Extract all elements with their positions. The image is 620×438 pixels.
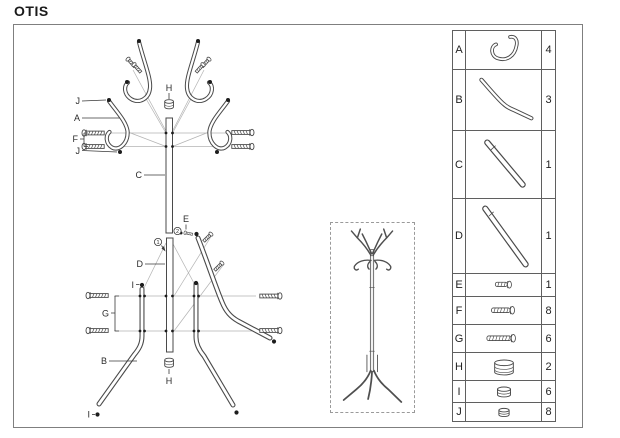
label-j-bottom: J: [76, 146, 81, 156]
label-i-foot: I: [87, 410, 90, 420]
cap-bottom: [164, 357, 174, 368]
table-row-f: F 8: [453, 297, 555, 325]
label-e: E: [183, 214, 189, 224]
label-g: G: [102, 309, 109, 319]
part-qty: 4: [541, 31, 555, 69]
mid-hooks: [353, 259, 392, 271]
step-callout-2: 2: [173, 226, 182, 235]
label-f: F: [73, 134, 79, 144]
table-row-g: G 6: [453, 325, 555, 353]
cap-top: [164, 99, 174, 110]
nut-small-icon: [497, 407, 510, 418]
part-qty: 2: [541, 353, 555, 380]
screw-medium-icon: [490, 305, 515, 314]
leg-right: [195, 235, 273, 341]
table-row-c: C 1: [453, 131, 555, 199]
label-h-bottom: H: [166, 376, 173, 386]
part-qty: 1: [541, 274, 555, 296]
pole-c: [165, 117, 173, 234]
exploded-diagram: J A F J C H E D I G B H I 2 1: [73, 39, 283, 420]
part-letter: J: [453, 403, 466, 421]
construction-lines: [110, 69, 256, 332]
screws-g-right: [259, 292, 283, 335]
leg-left: [96, 286, 145, 407]
table-row-b: B 3: [453, 70, 555, 131]
svg-text:2: 2: [176, 229, 179, 235]
part-qty: 6: [541, 325, 555, 352]
part-letter: G: [453, 325, 466, 352]
table-row-i: I 6: [453, 381, 555, 403]
nut-icon: [496, 386, 511, 398]
part-letter: D: [453, 199, 466, 273]
table-row-j: J 8: [453, 403, 555, 421]
part-letter: H: [453, 353, 466, 380]
screw-small-icon: [494, 280, 512, 289]
screw-e: [179, 230, 194, 237]
svg-text:1: 1: [156, 240, 159, 246]
label-h-top: H: [166, 83, 173, 93]
part-letter: I: [453, 381, 466, 402]
label-d: D: [137, 259, 144, 269]
hook-upper-right: [184, 39, 214, 104]
screws-f-right: [231, 128, 255, 151]
table-row-e: E 1: [453, 274, 555, 297]
step-callout-1: 1: [153, 237, 162, 246]
leg-middle: [193, 281, 236, 408]
part-letter: A: [453, 31, 466, 69]
part-qty: 1: [541, 131, 555, 198]
top-hooks: [350, 228, 394, 257]
part-letter: C: [453, 131, 466, 198]
assembled-coat-rack: [342, 228, 403, 403]
part-qty: 6: [541, 381, 555, 402]
parts-table: A 4 B 3 C: [452, 30, 556, 422]
label-a: A: [74, 113, 80, 123]
label-b: B: [101, 356, 107, 366]
hook-upper-left: [123, 39, 153, 104]
hook-mid-left: [104, 98, 130, 151]
nut-dots: [95, 39, 277, 417]
tripod-legs: [342, 369, 403, 403]
leader-lines: [80, 93, 187, 415]
callout-labels: J A F J C H E D I G B H I: [73, 83, 190, 420]
part-letter: E: [453, 274, 466, 296]
part-letter: F: [453, 297, 466, 324]
screw-long-icon: [486, 333, 516, 342]
part-qty: 8: [541, 403, 555, 421]
page-title: OTIS: [14, 3, 49, 19]
table-row-a: A 4: [453, 31, 555, 70]
hook-mid-right: [207, 98, 233, 151]
joint-dots: [138, 131, 200, 333]
hook-icon: [489, 34, 519, 61]
part-qty: 1: [541, 199, 555, 273]
step1-arrowhead: [161, 246, 166, 252]
assembled-preview-box: [330, 222, 415, 413]
part-qty: 3: [541, 70, 555, 130]
part-letter: B: [453, 70, 466, 130]
pole-lower-icon: [481, 205, 529, 267]
part-qty: 8: [541, 297, 555, 324]
table-row-d: D 1: [453, 199, 555, 274]
pole-upper-icon: [483, 138, 526, 188]
label-c: C: [136, 170, 143, 180]
label-j-top: J: [76, 96, 81, 106]
label-i-top: I: [131, 280, 134, 290]
cap-icon: [493, 359, 514, 375]
leg-rod-icon: [478, 77, 533, 121]
table-row-h: H 2: [453, 353, 555, 381]
